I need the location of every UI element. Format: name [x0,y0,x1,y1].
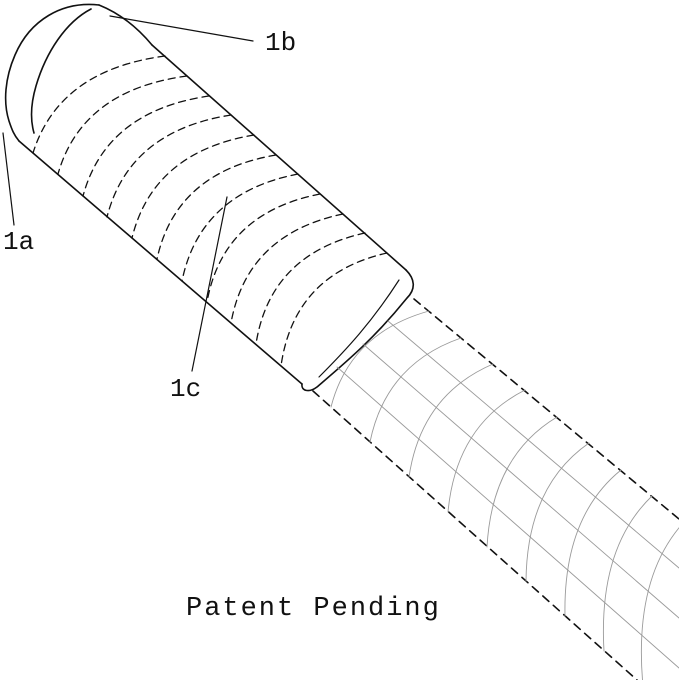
wrap-line [106,114,232,218]
shaft-top-edge [413,298,679,520]
label-1c: 1c [170,374,202,404]
wrap-line [181,173,299,282]
wrap-line [131,134,255,239]
wrap-line [57,75,188,175]
butt-cap-rim [98,4,153,46]
leader-line-1b [109,15,254,42]
mesh-cross-line [369,337,462,443]
patent-pending-caption: Patent Pending [186,594,441,624]
wrap-line [230,213,344,324]
mesh-cross-line [564,469,622,617]
mesh-cross-line [486,416,558,548]
grip-body [18,44,415,392]
grip-wrap-lines [32,55,388,367]
shaft-bottom-edge [312,390,638,680]
mesh-cross-line [447,389,526,513]
mesh-cross-line [640,527,679,680]
mesh-cross-line [525,442,590,582]
mesh-cross-line [408,363,494,478]
wrap-line [280,252,388,367]
shaft-mesh-pattern [330,310,679,680]
grip-end-lip-inner [318,279,400,378]
grip-bottom-edge [18,140,303,385]
mesh-cross-line [602,495,653,652]
mesh-cross-line [330,310,430,408]
wrap-line [32,55,166,154]
mesh-longitudinal-line [336,366,679,669]
wrap-line [255,232,366,345]
butt-cap [4,3,153,142]
wrap-line [206,193,321,303]
mesh-longitudinal-line [387,320,679,569]
butt-cap-outer-outline [4,3,100,142]
grip-top-edge [151,44,407,271]
leader-lines [2,15,254,372]
label-1b: 1b [265,28,297,58]
wrap-line [156,154,277,260]
label-1a: 1a [3,227,35,257]
wrap-line [82,95,210,197]
mesh-longitudinal-line [362,343,679,619]
leader-line-1a [2,132,15,226]
grip-end-lip [301,269,415,392]
butt-cap-band-inner-edge [30,8,92,134]
shaft-outline [312,298,679,680]
leader-line-1c [191,196,228,372]
